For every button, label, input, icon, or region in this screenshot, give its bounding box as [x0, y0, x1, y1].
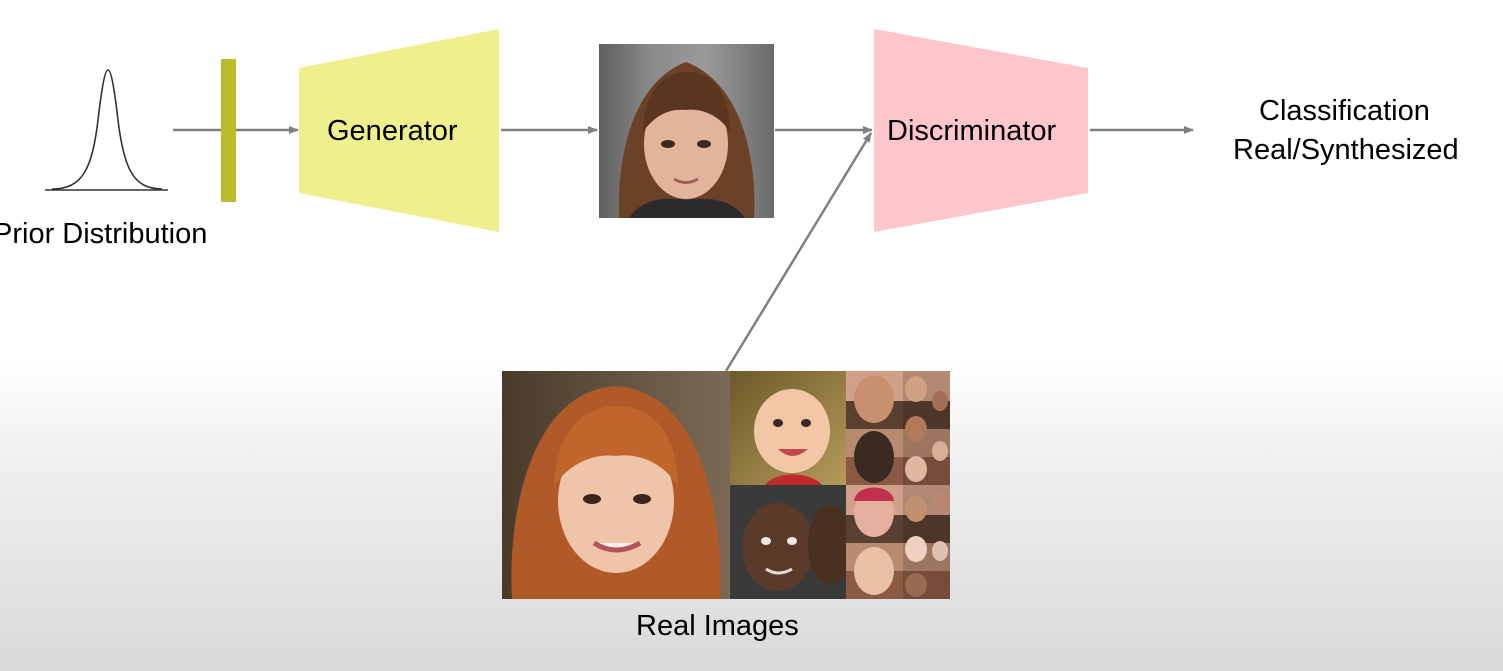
real-face-grid-small	[846, 371, 950, 599]
arrow-real-images-to-discriminator	[724, 132, 873, 372]
real-face-baby	[730, 371, 846, 485]
latent-vector-bar	[221, 59, 236, 202]
real-synthesized-label: Real/Synthesized	[1233, 134, 1459, 166]
discriminator-block	[874, 29, 1088, 232]
discriminator-label: Discriminator	[887, 115, 1057, 147]
classification-label: Classification	[1259, 95, 1430, 127]
real-images-label: Real Images	[636, 610, 799, 642]
prior-distribution-icon	[45, 69, 168, 191]
prior-distribution-label: Prior Distribution	[0, 218, 208, 250]
real-images-collage	[502, 371, 950, 599]
real-face-large	[502, 371, 730, 599]
generator-block	[299, 29, 499, 232]
generator-label: Generator	[327, 115, 458, 147]
generated-face-image	[599, 44, 774, 218]
real-face-child	[730, 485, 852, 599]
